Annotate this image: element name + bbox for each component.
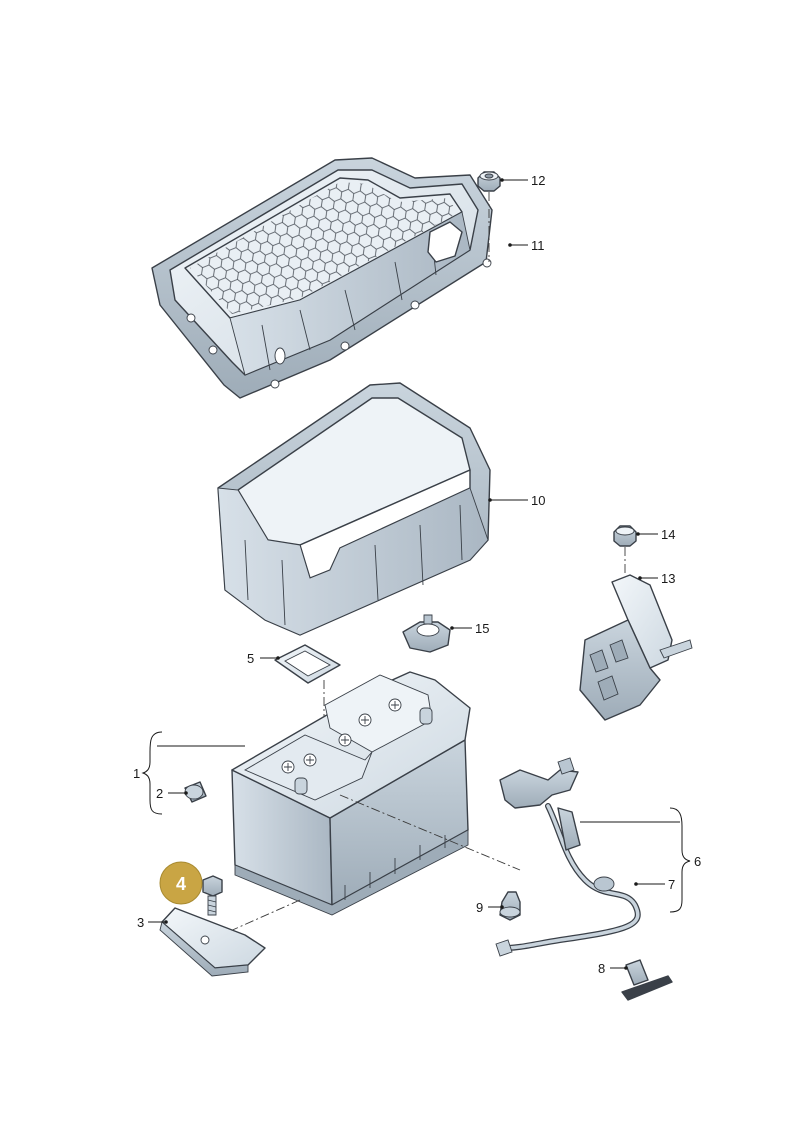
nut-14 — [613, 525, 637, 547]
callout-1[interactable]: 1 — [133, 766, 140, 781]
highlight-badge-label: 4 — [176, 874, 186, 894]
callout-7[interactable]: 7 — [668, 877, 675, 892]
callout-3[interactable]: 3 — [137, 915, 144, 930]
callout-labels: 12 11 10 14 13 15 5 1 2 3 6 7 9 8 — [133, 173, 701, 976]
callout-9[interactable]: 9 — [476, 900, 483, 915]
callout-6[interactable]: 6 — [694, 854, 701, 869]
pad-5 — [274, 644, 341, 684]
terminal-clamp-15 — [402, 614, 451, 653]
callout-8[interactable]: 8 — [598, 961, 605, 976]
clip-8 — [621, 959, 673, 1001]
battery-insulation-jacket — [217, 382, 491, 636]
callout-15[interactable]: 15 — [475, 621, 489, 636]
bolt-4 — [202, 875, 223, 916]
callout-10[interactable]: 10 — [531, 493, 545, 508]
bracket-3 — [159, 907, 266, 977]
pin-2 — [184, 781, 207, 803]
battery-cover — [151, 157, 493, 399]
callout-11[interactable]: 11 — [531, 238, 545, 253]
callout-13[interactable]: 13 — [661, 571, 675, 586]
nut-12 — [477, 171, 501, 192]
highlight-badge-4[interactable]: 4 — [159, 861, 203, 905]
battery-1 — [231, 671, 471, 916]
callout-5[interactable]: 5 — [247, 651, 254, 666]
callout-14[interactable]: 14 — [661, 527, 675, 542]
cap-9 — [499, 891, 521, 921]
callout-2[interactable]: 2 — [156, 786, 163, 801]
battery-cable-7 — [495, 757, 641, 957]
callout-12[interactable]: 12 — [531, 173, 545, 188]
leader-lines — [141, 178, 691, 970]
fuse-box-13 — [579, 574, 693, 721]
